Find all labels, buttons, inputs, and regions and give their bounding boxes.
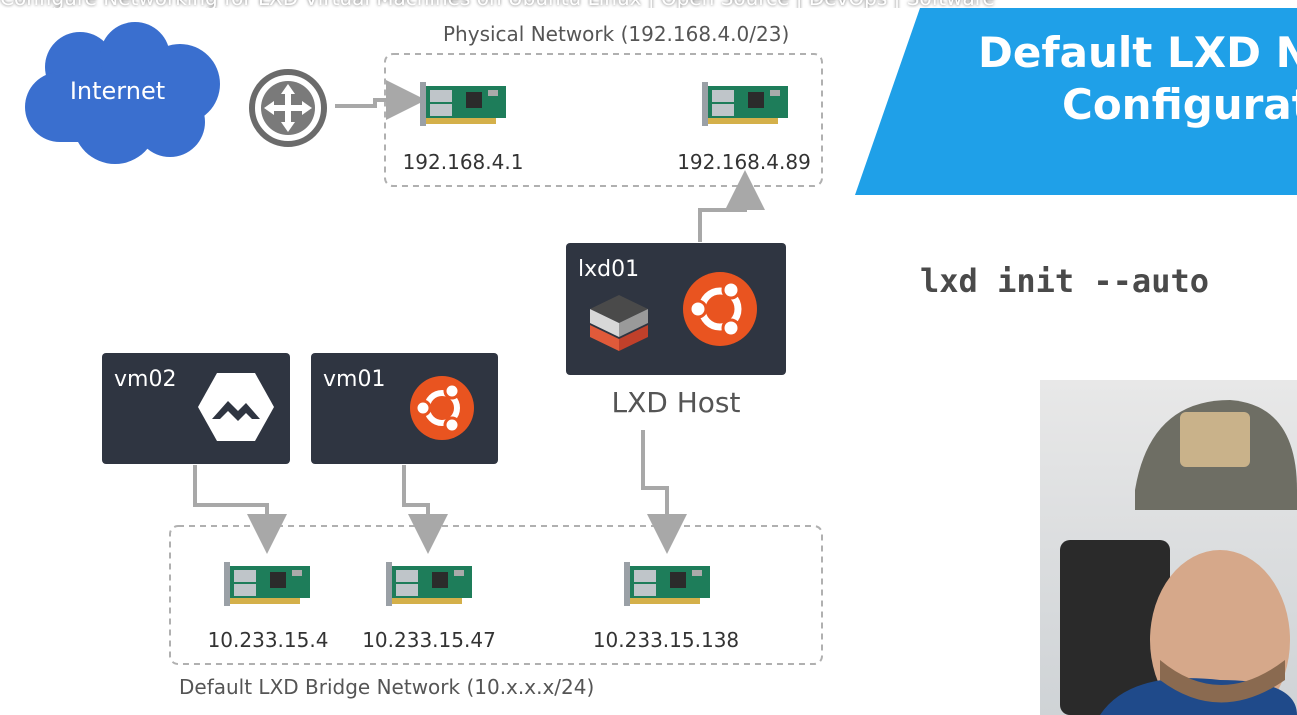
banner-line-2: Configurat bbox=[1062, 80, 1297, 129]
physical-network-box bbox=[384, 53, 823, 187]
physical-network-label: Physical Network (192.168.4.0/23) bbox=[443, 22, 790, 46]
banner-line-1: Default LXD N bbox=[978, 28, 1297, 77]
nic-card-icon bbox=[420, 82, 506, 126]
internet-cloud-icon bbox=[25, 22, 220, 164]
lxd-host-label: LXD Host bbox=[611, 386, 741, 419]
host-to-physical-connector bbox=[698, 170, 765, 242]
nic-card-icon bbox=[624, 562, 710, 606]
video-title: Configure Networking for LXD Virtual Mac… bbox=[0, 0, 1297, 8]
vm02-card[interactable]: vm02 bbox=[102, 353, 290, 464]
nic-card-icon bbox=[702, 82, 788, 126]
router-icon bbox=[249, 69, 327, 147]
alpine-icon bbox=[198, 373, 274, 441]
host-to-bridge-connector bbox=[641, 430, 687, 554]
vm-name: vm02 bbox=[114, 367, 177, 392]
ubuntu-icon bbox=[410, 376, 474, 440]
physical-nic-ip: 192.168.4.1 bbox=[402, 150, 524, 174]
presenter-webcam bbox=[1060, 400, 1297, 715]
bridge-network-label: Default LXD Bridge Network (10.x.x.x/24) bbox=[179, 675, 595, 699]
bridge-nic-ip: 10.233.15.4 bbox=[207, 628, 329, 652]
bridge-network-box bbox=[169, 525, 823, 665]
internet-label: Internet bbox=[69, 77, 166, 105]
command-text: lxd init --auto bbox=[920, 262, 1209, 300]
vm-name: vm01 bbox=[323, 367, 386, 392]
host-name: lxd01 bbox=[578, 257, 640, 282]
nic-card-icon bbox=[386, 562, 472, 606]
router-to-nic-connector bbox=[335, 80, 426, 120]
physical-nic-ip: 192.168.4.89 bbox=[677, 150, 811, 174]
bridge-nic-ip: 10.233.15.47 bbox=[362, 628, 496, 652]
vm02-to-bridge-connector bbox=[193, 465, 287, 554]
lxd-logo-icon bbox=[590, 295, 648, 351]
vm01-to-bridge-connector bbox=[402, 465, 448, 554]
lxd-host-card[interactable]: lxd01 bbox=[566, 243, 786, 375]
ubuntu-icon bbox=[683, 272, 757, 346]
vm01-card[interactable]: vm01 bbox=[311, 353, 498, 464]
bridge-nic-ip: 10.233.15.138 bbox=[592, 628, 740, 652]
nic-card-icon bbox=[224, 562, 310, 606]
